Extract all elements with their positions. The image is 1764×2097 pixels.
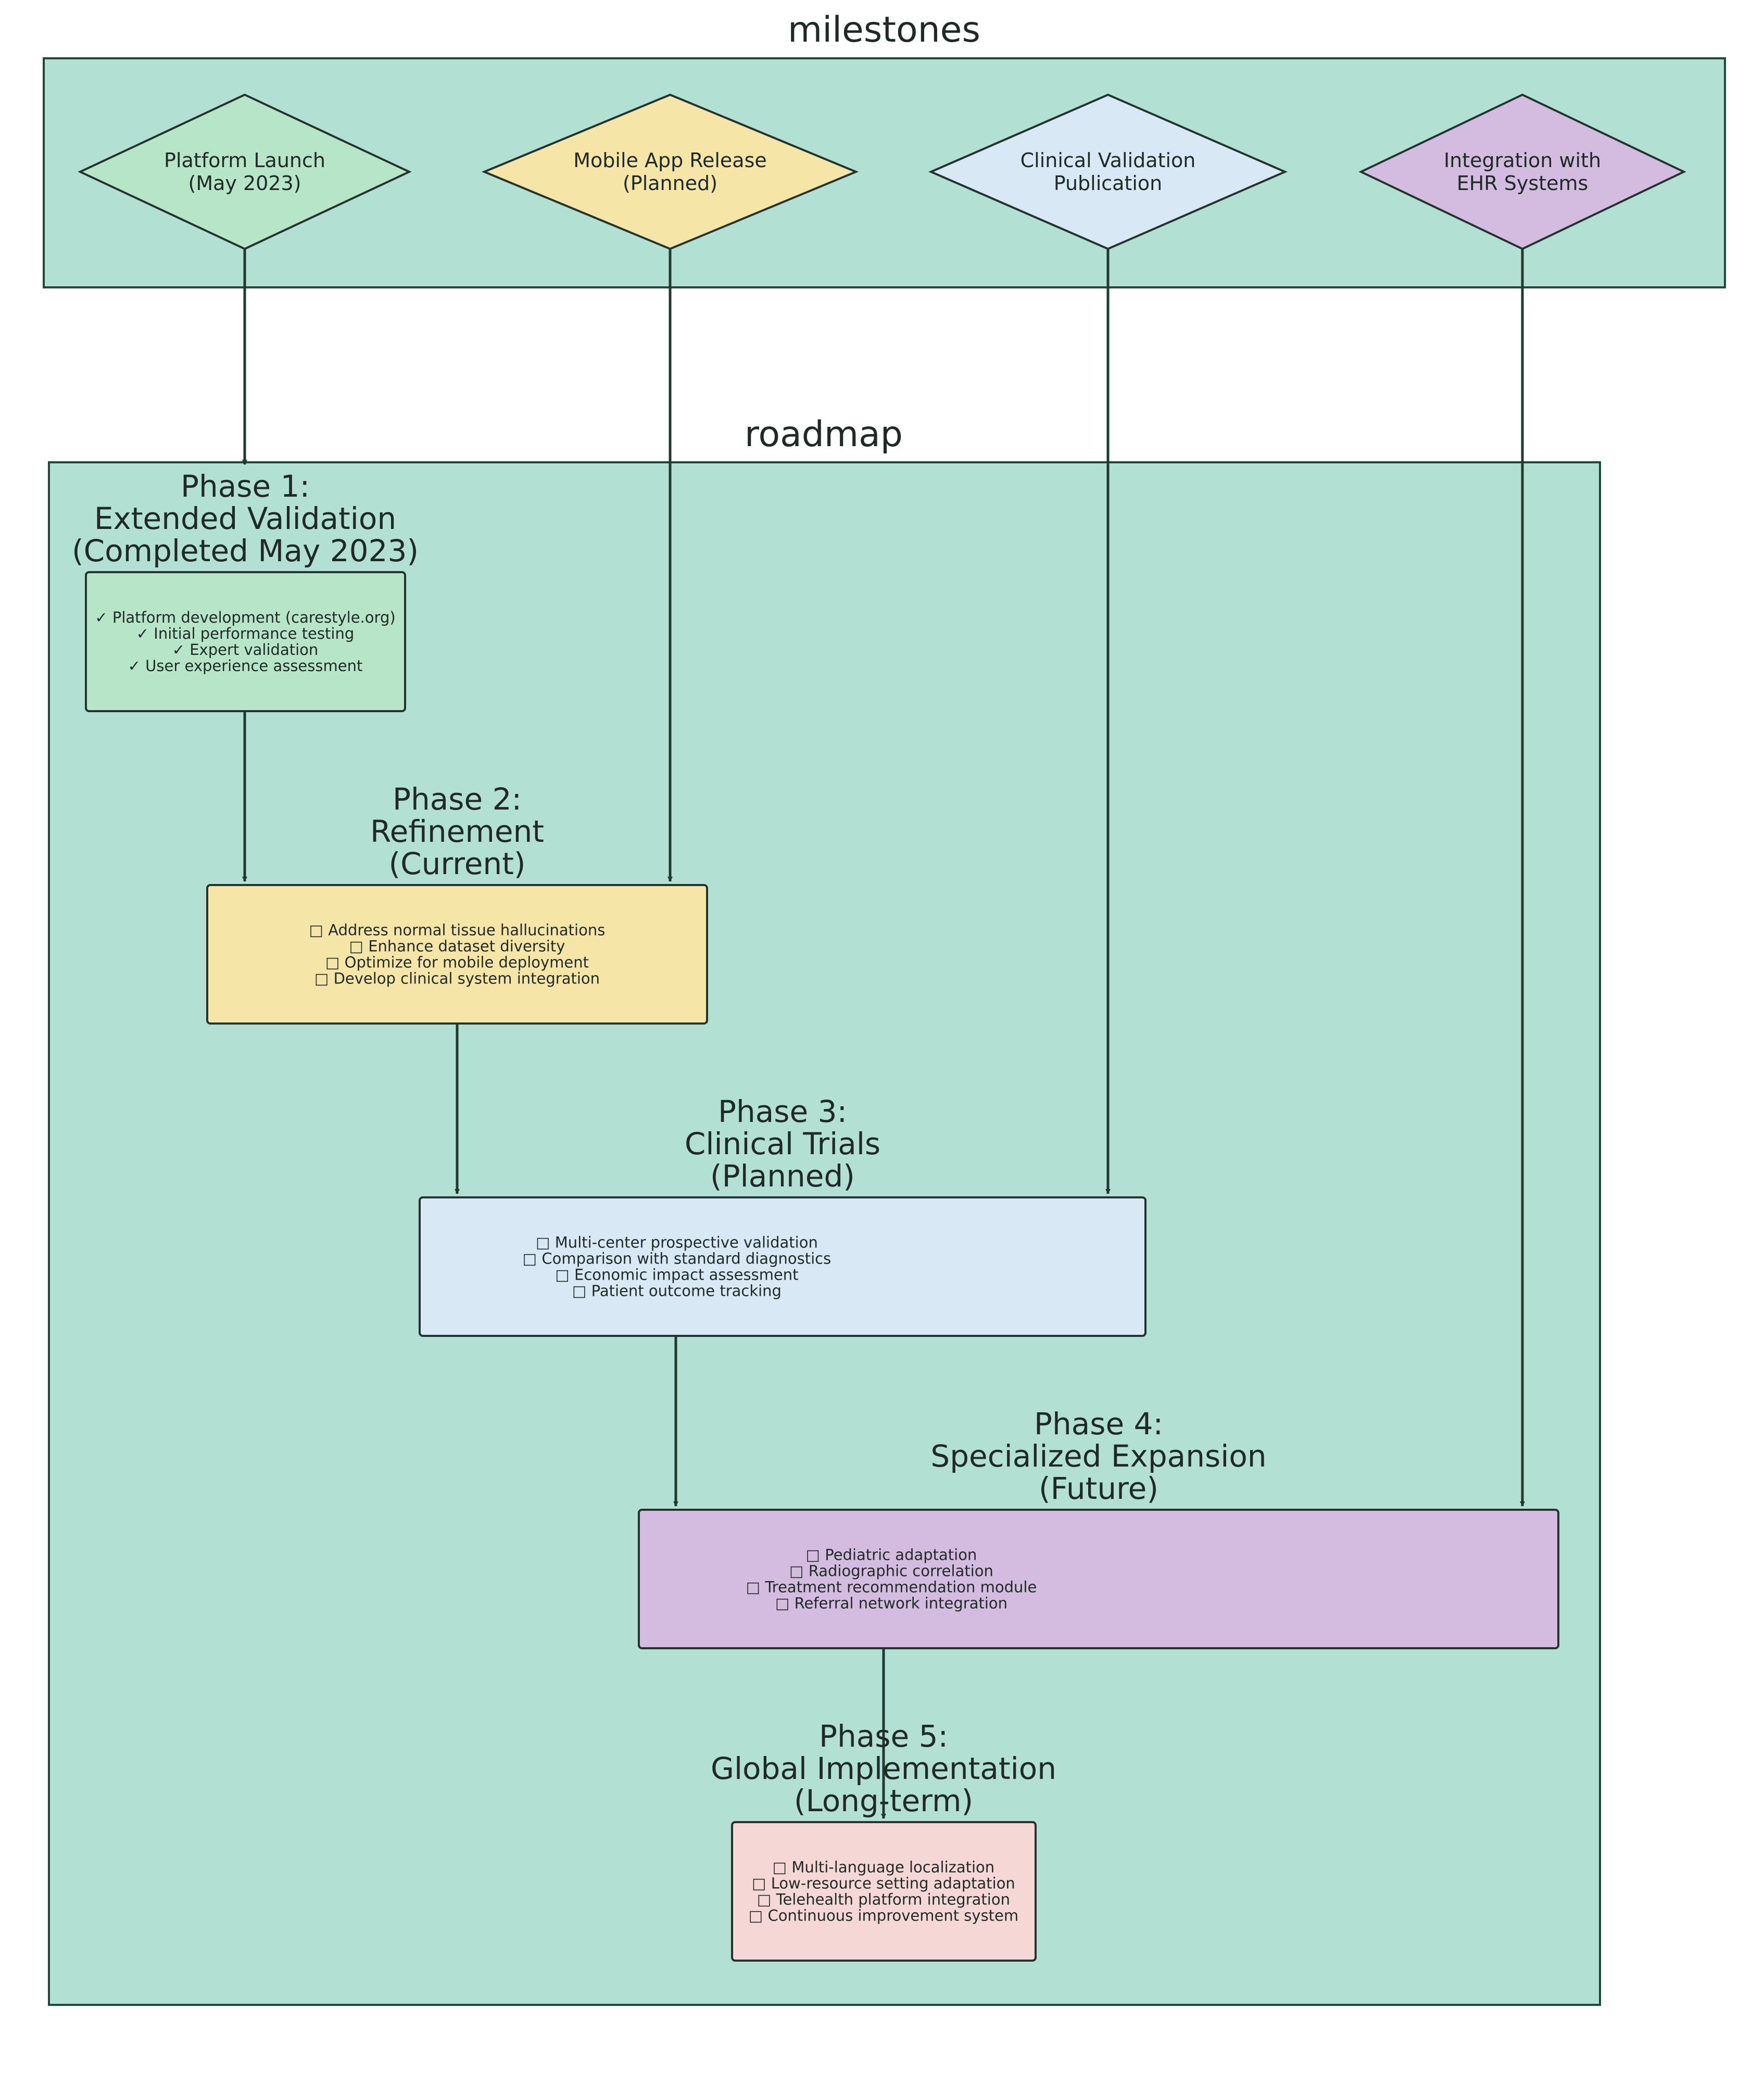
milestone-diamond [481, 93, 859, 250]
phase-task-item: □ Address normal tissue hallucinations [309, 921, 606, 939]
milestone-diamond [928, 93, 1288, 250]
nodes-layer: Platform Launch(May 2023) Mobile App Rele… [72, 93, 1686, 1962]
phase-box [638, 1509, 1559, 1649]
phase-task-item: □ Multi-language localization [773, 1859, 994, 1876]
phase-task-item: □ Radiographic correlation [789, 1562, 993, 1580]
phase-title-line: Phase 1: [181, 469, 310, 504]
roadmap-cluster-title: roadmap [745, 414, 903, 455]
phase-title-line: Phase 3: [718, 1094, 847, 1129]
phase-node-p1: Phase 1:Extended Validation(Completed Ma… [72, 469, 419, 712]
milestone-diamond [78, 93, 412, 250]
milestone-label-line: EHR Systems [1457, 172, 1589, 195]
phase-title-line: (Current) [388, 846, 525, 881]
milestone-label-line: Clinical Validation [1020, 149, 1196, 172]
phase-box [85, 571, 406, 712]
milestone-label-line: Mobile App Release [573, 149, 767, 172]
phase-task-item: □ Treatment recommendation module [746, 1578, 1037, 1596]
phase-task-item: □ Comparison with standard diagnostics [523, 1250, 831, 1268]
phase-task-item: ✓ Initial performance testing [136, 625, 354, 642]
milestone-diamond [1358, 93, 1686, 250]
phase-title-line: Extended Validation [94, 501, 396, 536]
phase-task-item: □ Optimize for mobile deployment [325, 954, 589, 971]
milestone-node-m2: Mobile App Release(Planned) [481, 93, 859, 250]
phase-box [731, 1821, 1037, 1962]
phase-task-item: □ Low-resource setting adaptation [752, 1875, 1015, 1892]
milestone-node-m1: Platform Launch(May 2023) [78, 93, 412, 250]
phase-task-item: □ Patient outcome tracking [572, 1282, 782, 1300]
phase-node-p4: Phase 4:Specialized Expansion(Future) □ P… [638, 1406, 1559, 1649]
milestone-label-line: (Planned) [623, 172, 717, 195]
phase-task-item: □ Pediatric adaptation [806, 1546, 977, 1564]
phase-task-item: □ Telehealth platform integration [757, 1891, 1010, 1909]
phase-task-item: ✓ User experience assessment [128, 657, 363, 675]
phase-node-p2: Phase 2:Refinement(Current) □ Address nor… [206, 781, 708, 1025]
milestone-label-line: (May 2023) [188, 172, 301, 195]
phase-title-line: Phase 5: [819, 1719, 948, 1754]
milestone-label-line: Platform Launch [164, 149, 325, 172]
phase-title-line: Specialized Expansion [930, 1438, 1266, 1474]
phase-task-item: ✓ Platform development (carestyle.org) [95, 609, 395, 626]
phase-title-line: Clinical Trials [685, 1126, 880, 1161]
phase-task-item: □ Continuous improvement system [749, 1907, 1018, 1925]
phase-task-item: □ Multi-center prospective validation [536, 1234, 818, 1252]
phase-title-line: (Future) [1039, 1471, 1158, 1506]
phase-title-line: (Completed May 2023) [72, 533, 419, 569]
edges-layer [242, 249, 1525, 1819]
phase-task-item: □ Develop clinical system integration [314, 970, 600, 988]
phase-title-line: Refinement [370, 814, 544, 849]
phase-title-line: (Long-term) [794, 1783, 973, 1818]
phase-task-item: ✓ Expert validation [172, 641, 319, 659]
phase-title-line: Phase 2: [393, 781, 522, 817]
milestone-label-line: Publication [1054, 172, 1163, 195]
phase-node-p5: Phase 5:Global Implementation(Long-term)… [711, 1719, 1056, 1962]
milestones-cluster-title: milestones [788, 9, 980, 50]
phase-node-p3: Phase 3:Clinical Trials(Planned) □ Multi-… [419, 1094, 1146, 1337]
phase-task-item: □ Referral network integration [775, 1595, 1007, 1612]
phase-task-item: □ Enhance dataset diversity [349, 938, 565, 955]
milestone-label-line: Integration with [1444, 149, 1601, 172]
phase-box [206, 884, 708, 1025]
phase-title-line: (Planned) [710, 1158, 855, 1194]
phase-title-line: Global Implementation [711, 1751, 1056, 1786]
phase-box [419, 1196, 1146, 1337]
phase-task-item: □ Economic impact assessment [555, 1266, 798, 1284]
phase-title-line: Phase 4: [1034, 1406, 1163, 1442]
